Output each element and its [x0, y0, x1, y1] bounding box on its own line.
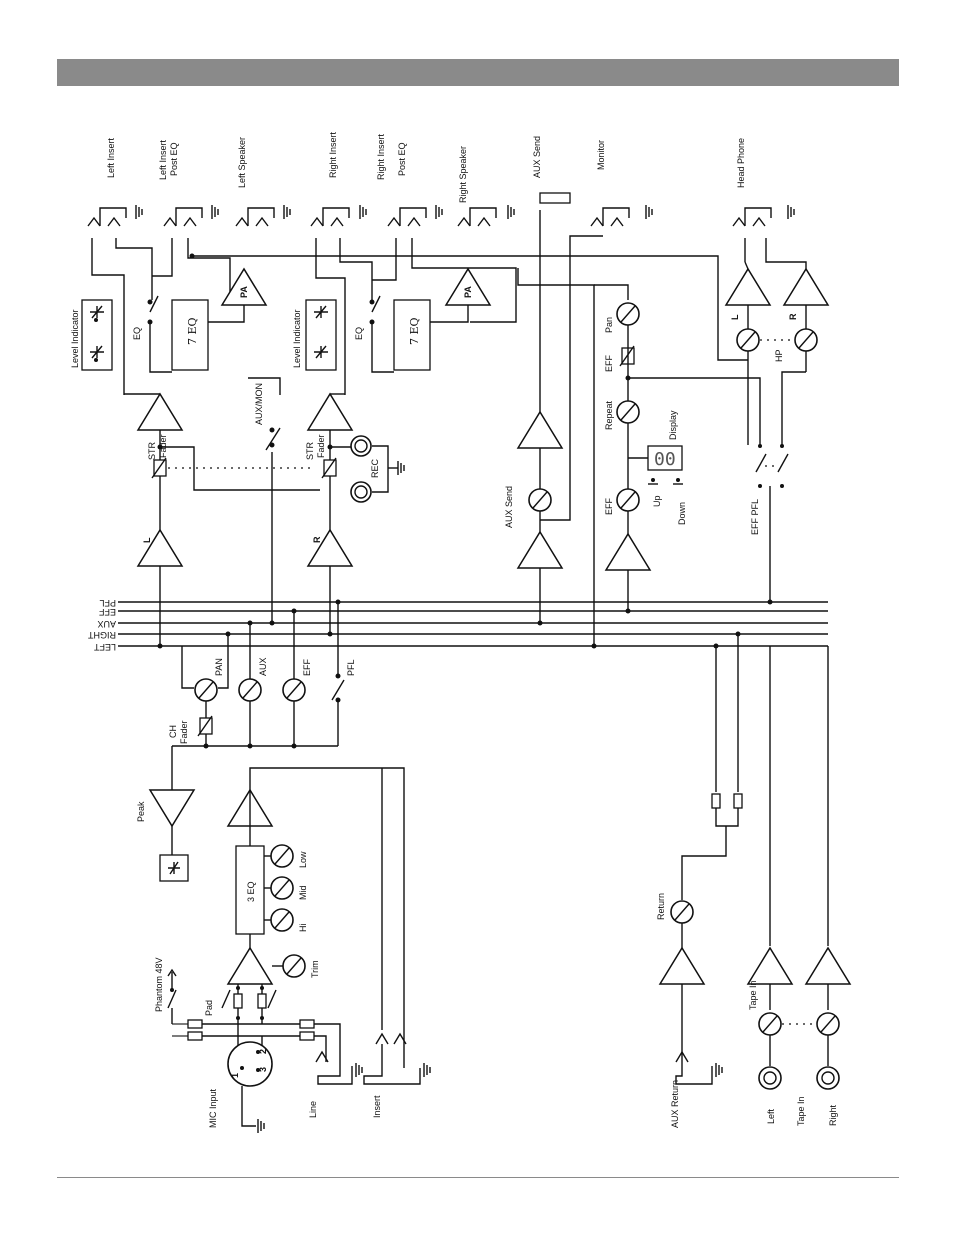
mid-label: Mid [298, 885, 308, 900]
pa-left-label: PA [239, 286, 249, 298]
fx-up-label: Up [652, 495, 662, 507]
header-bar [57, 59, 899, 86]
str-fader-right-2: Fader [316, 434, 326, 458]
ch-eff-label: EFF [302, 658, 312, 676]
bus-labels: PFL EFF AUX RIGHT LEFT [88, 598, 117, 652]
channel-strip: 3 EQ Low Mid Hi Trim Pad [136, 599, 431, 1134]
amp-l-label: L [142, 537, 152, 543]
str-fader-left-2: Fader [158, 434, 168, 458]
pad-label: Pad [204, 1000, 214, 1016]
aux-send-section: AUX Send [504, 210, 603, 626]
trim-label: Trim [310, 960, 320, 978]
phantom-label: Phantom 48V [154, 957, 164, 1012]
level-indicator-left-label: Level Indicator [70, 309, 80, 368]
effects-section: 00 Pan EFF Repeat Display EFF Up Down [517, 268, 761, 649]
label-left-insert: Left Insert [106, 137, 116, 178]
xlr-mic-input [227, 1041, 273, 1087]
fx-repeat-label: Repeat [604, 400, 614, 430]
eq-switch-right-label: EQ [354, 327, 364, 340]
tape-left-label: Left [766, 1108, 776, 1124]
footer-rule [57, 1177, 899, 1178]
str-fader-right-1: STR [305, 441, 315, 460]
eq3-label: 3 EQ [246, 881, 256, 902]
bus-label-pfl: PFL [99, 598, 116, 608]
graphic-eq-right [393, 299, 431, 371]
hi-label: Hi [298, 924, 308, 933]
top-output-jacks [87, 192, 795, 227]
aux-mon-switch: AUX/MON [248, 377, 281, 626]
left-master-section: 7 EQ PA L STR Fader Level Indicator EQ [70, 238, 320, 649]
label-left-insert-post-eq-2: Post EQ [169, 142, 179, 176]
tape-in-knob-label: Tape In [748, 980, 758, 1010]
hp-l-label: L [730, 314, 740, 320]
rec-jack-bottom [350, 481, 372, 503]
top-output-labels: Left Insert Left Insert Post EQ Left Spe… [106, 131, 746, 203]
label-head-phone: Head Phone [736, 138, 746, 188]
tape-in-left-jack [758, 1066, 782, 1090]
hp-knob-label: HP [774, 349, 784, 362]
aux-return-label: AUX Return [670, 1080, 680, 1128]
rec-label: REC [370, 458, 380, 478]
tape-right-label: Right [828, 1104, 838, 1126]
eq3-block [235, 845, 265, 935]
amp-r-label: R [312, 536, 322, 543]
fx-down-label: Down [677, 502, 687, 525]
eq-switch-left-label: EQ [132, 327, 142, 340]
tape-in-right-jack [816, 1066, 840, 1090]
xlr-pin2: 2 [258, 1049, 268, 1054]
bus-label-aux: AUX [97, 619, 116, 629]
headphone-section: L R HP EFF PFL [725, 238, 829, 605]
label-left-insert-post-eq-1: Left Insert [158, 139, 168, 180]
pa-right-label: PA [463, 286, 473, 298]
label-left-speaker: Left Speaker [237, 137, 247, 188]
line-label: Line [308, 1101, 318, 1118]
bus-label-right: RIGHT [88, 630, 117, 640]
ch-pfl-label: PFL [346, 659, 356, 676]
rec-jack-top [350, 435, 372, 457]
str-fader-left-1: STR [147, 441, 157, 460]
aux-mon-label: AUX/MON [254, 383, 264, 425]
peak-label: Peak [136, 801, 146, 822]
display-value: 00 [654, 449, 676, 470]
fx-display-label: Display [668, 410, 678, 440]
level-indicator-right-label: Level Indicator [292, 309, 302, 368]
hp-r-label: R [788, 313, 798, 320]
label-right-insert: Right Insert [328, 131, 338, 178]
graphic-eq-left-label: 7 EQ [186, 317, 199, 345]
label-right-insert-post-eq-2: Post EQ [397, 142, 407, 176]
low-label: Low [298, 851, 308, 868]
return-knob-label: Return [656, 893, 666, 920]
fx-pan-label: Pan [604, 317, 614, 333]
ch-aux-label: AUX [258, 657, 268, 676]
returns-section: Return AUX Return Tape In Tape In Left R… [656, 631, 852, 1128]
seven-segment-display [647, 445, 683, 471]
fx-eff-top-label: EFF [604, 354, 614, 372]
label-right-speaker: Right Speaker [458, 146, 468, 203]
graphic-eq-right-label: 7 EQ [408, 317, 421, 345]
insert-label: Insert [372, 1095, 382, 1118]
mic-input-label: MIC Input [208, 1088, 218, 1128]
right-master-section: 7 EQ PA REC R STR Fader Level Indicator … [189, 238, 748, 637]
label-right-insert-post-eq-1: Right Insert [376, 133, 386, 180]
label-aux-send-out: AUX Send [532, 136, 542, 178]
graphic-eq-left [171, 299, 209, 371]
bus-label-eff: EFF [98, 607, 116, 617]
eff-pfl-label: EFF PFL [750, 499, 760, 535]
aux-send-knob-label: AUX Send [504, 486, 514, 528]
bus-lines [118, 601, 828, 647]
bus-label-left: LEFT [93, 642, 116, 652]
tape-in-jacks-label: Tape In [796, 1096, 806, 1126]
ch-pan-label: PAN [214, 658, 224, 676]
fx-eff-bottom-label: EFF [604, 497, 614, 515]
label-monitor: Monitor [596, 140, 606, 170]
xlr-pin1: 1 [230, 1073, 240, 1078]
ch-fader-label-1: CH [168, 725, 178, 738]
ch-fader-label-2: Fader [179, 720, 189, 744]
xlr-pin3: 3 [258, 1067, 268, 1072]
